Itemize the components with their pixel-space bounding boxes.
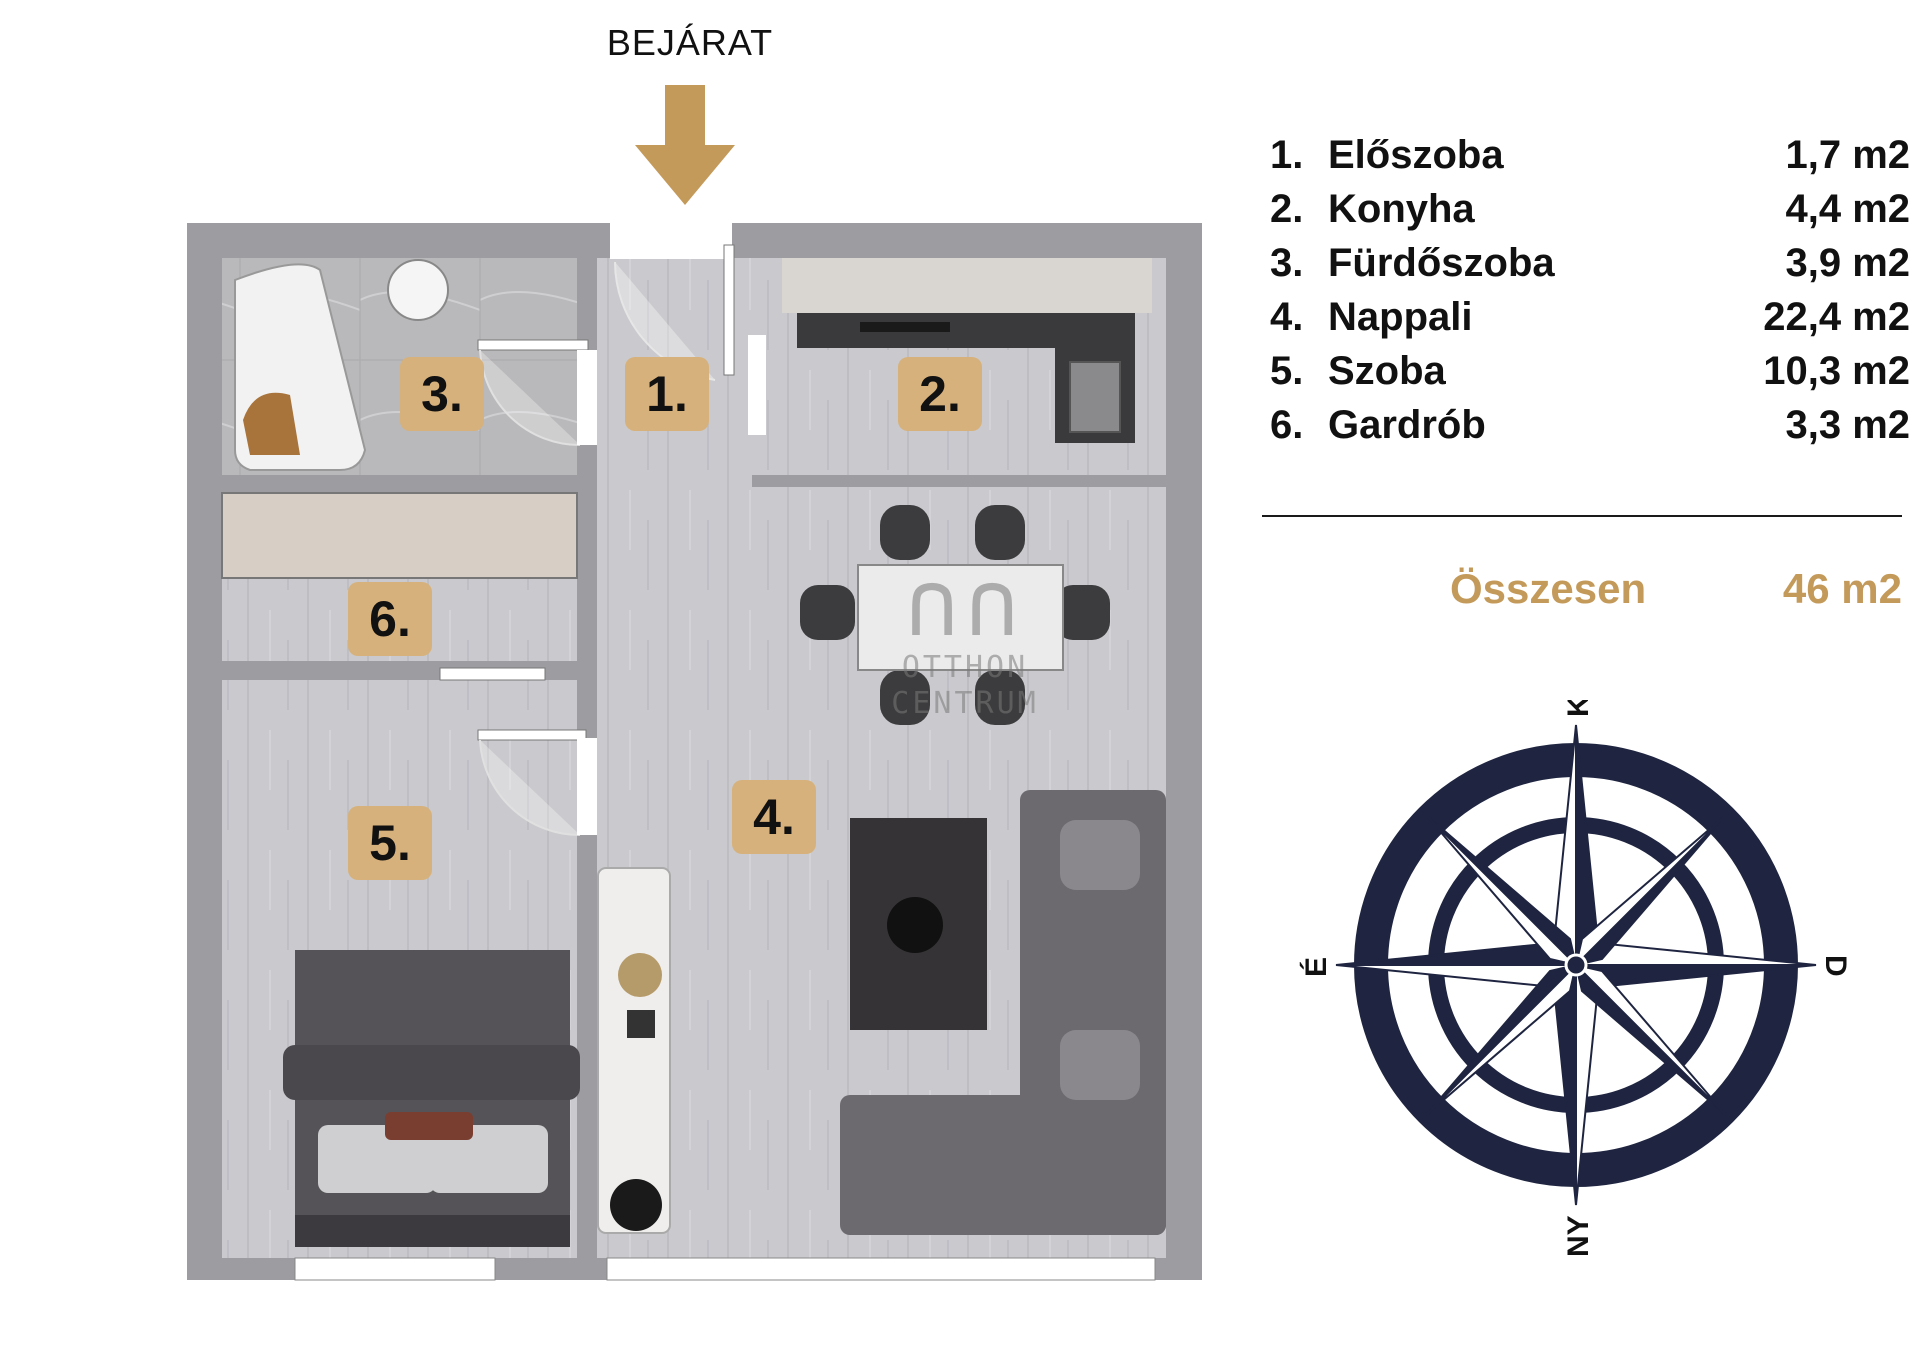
room-row: 3. Fürdőszoba 3,9 m2 xyxy=(1270,236,1910,290)
room-name: Fürdőszoba xyxy=(1328,240,1555,285)
room-area-list: 1. Előszoba 1,7 m2 2. Konyha 4,4 m2 3. F… xyxy=(1270,128,1910,452)
room-row: 1. Előszoba 1,7 m2 xyxy=(1270,128,1910,182)
room-number: 1. xyxy=(1270,132,1304,177)
room-label-6: 6. xyxy=(348,582,432,656)
room-area: 10,3 m2 xyxy=(1763,348,1910,393)
room-name: Gardrób xyxy=(1328,402,1486,447)
room-number: 6. xyxy=(1270,402,1304,447)
compass-west-label: É xyxy=(1299,957,1333,977)
room-area: 4,4 m2 xyxy=(1785,186,1910,231)
room-row: 6. Gardrób 3,3 m2 xyxy=(1270,398,1910,452)
entrance-label: BEJÁRAT xyxy=(606,22,774,63)
room-name: Szoba xyxy=(1328,348,1446,393)
room-row: 5. Szoba 10,3 m2 xyxy=(1270,344,1910,398)
room-number: 2. xyxy=(1270,186,1304,231)
room-name: Konyha xyxy=(1328,186,1475,231)
compass-south-label: NY xyxy=(1562,1215,1595,1257)
total-row: Összesen 46 m2 xyxy=(1450,565,1902,613)
entrance-arrow-icon xyxy=(635,85,735,205)
room-label-1: 1. xyxy=(625,357,709,431)
room-row: 2. Konyha 4,4 m2 xyxy=(1270,182,1910,236)
room-label-2: 2. xyxy=(898,357,982,431)
room-area: 1,7 m2 xyxy=(1785,132,1910,177)
room-label-3: 3. xyxy=(400,357,484,431)
compass-rose-icon: K D NY É xyxy=(1299,700,1852,1257)
room-number: 3. xyxy=(1270,240,1304,285)
compass-east-label: D xyxy=(1819,955,1852,977)
room-row: 4. Nappali 22,4 m2 xyxy=(1270,290,1910,344)
room-area: 3,9 m2 xyxy=(1785,240,1910,285)
compass-north-label: K xyxy=(1562,700,1595,717)
room-label-5: 5. xyxy=(348,806,432,880)
room-number: 5. xyxy=(1270,348,1304,393)
room-name: Előszoba xyxy=(1328,132,1504,177)
divider xyxy=(1262,515,1902,517)
room-area: 22,4 m2 xyxy=(1763,294,1910,339)
total-area: 46 m2 xyxy=(1782,565,1902,612)
room-label-4: 4. xyxy=(732,780,816,854)
room-area: 3,3 m2 xyxy=(1785,402,1910,447)
total-label: Összesen xyxy=(1450,565,1647,612)
room-name: Nappali xyxy=(1328,294,1473,339)
room-number: 4. xyxy=(1270,294,1304,339)
